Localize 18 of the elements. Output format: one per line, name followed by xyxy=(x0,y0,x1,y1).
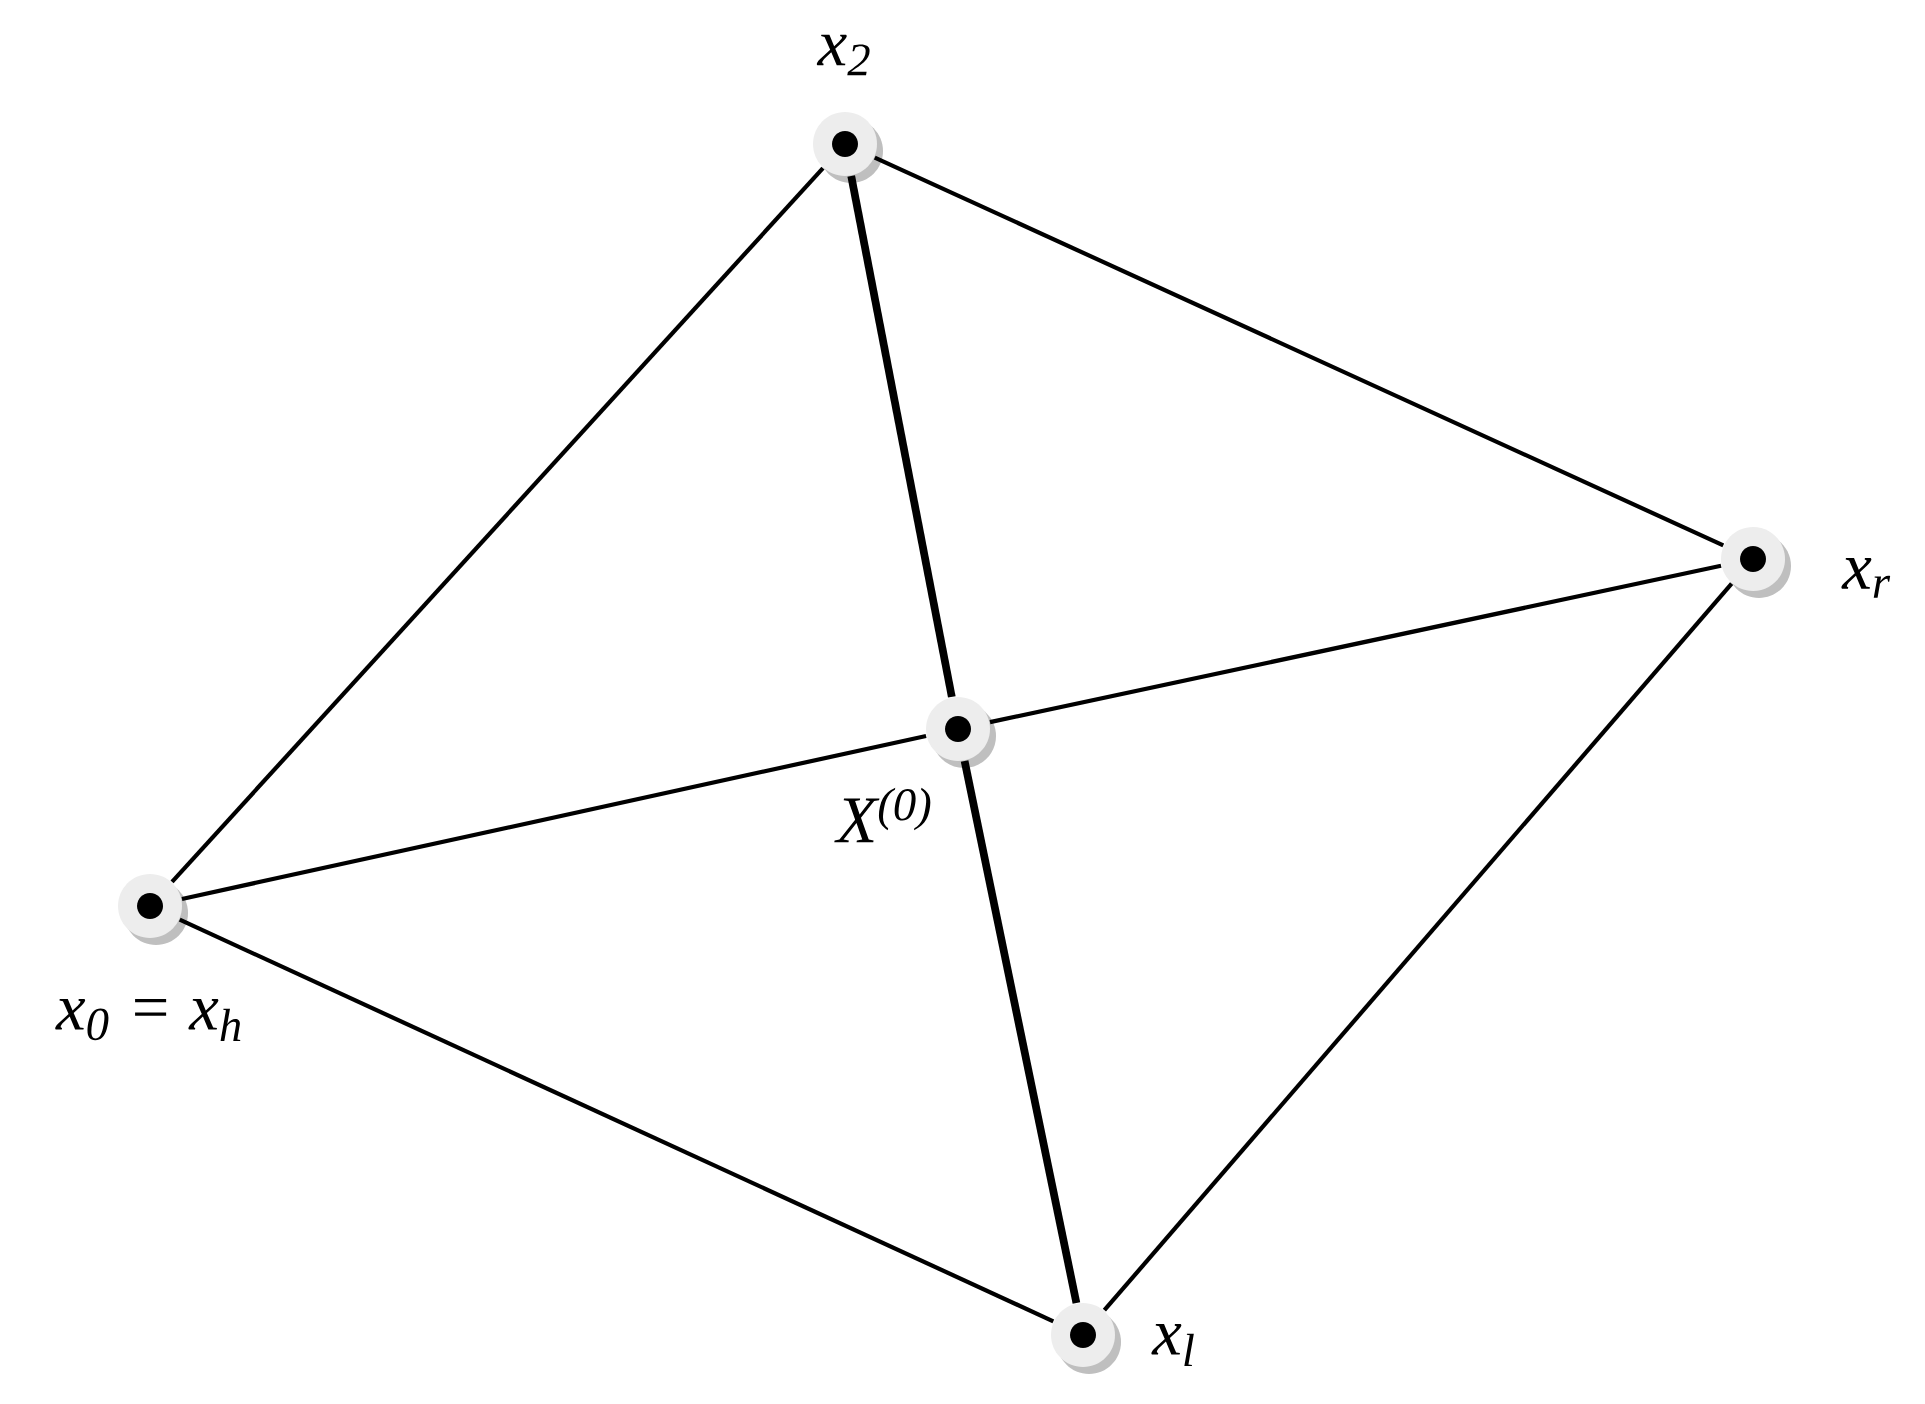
point-marker xyxy=(1721,527,1791,598)
line xyxy=(960,760,1081,1304)
point-label: x$_{0}$ = x$_{h}$ xyxy=(55,998,241,1042)
line xyxy=(181,733,927,902)
point-marker xyxy=(1051,1303,1121,1374)
point-marker xyxy=(813,112,883,183)
point-label: x$_{l}$ xyxy=(1151,1323,1194,1367)
line xyxy=(847,175,956,698)
point-label: x$_{2}$ xyxy=(816,34,870,76)
point-label: X$^{(0)}$ xyxy=(834,787,931,843)
point-marker xyxy=(926,697,996,768)
point-marker xyxy=(118,874,188,945)
line xyxy=(170,166,825,884)
line xyxy=(178,917,1055,1324)
line xyxy=(873,155,1725,548)
line xyxy=(989,563,1722,725)
point-label: x$_{r}$ xyxy=(1841,558,1891,598)
line xyxy=(1102,582,1734,1312)
